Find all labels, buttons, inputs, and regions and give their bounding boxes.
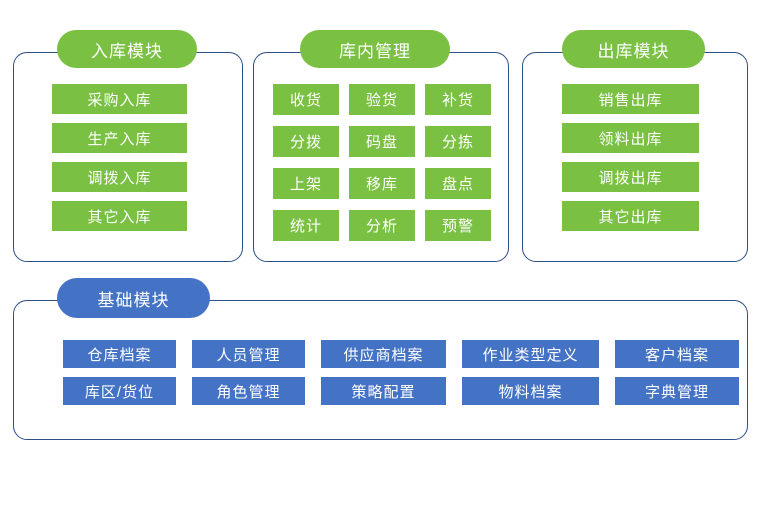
inbound-item-purchase[interactable]: 采购入库 — [52, 84, 187, 114]
inbound-item-list: 采购入库 生产入库 调拨入库 其它入库 — [52, 84, 187, 231]
internal-item-palletizing[interactable]: 码盘 — [349, 126, 415, 157]
panel-internal-title: 库内管理 — [300, 30, 450, 68]
internal-item-replenish[interactable]: 补货 — [425, 84, 491, 115]
internal-item-sorting[interactable]: 分拣 — [425, 126, 491, 157]
basic-item-warehouse-file[interactable]: 仓库档案 — [63, 340, 176, 368]
internal-item-grid: 收货 验货 补货 分拨 码盘 分拣 上架 移库 盘点 统计 分析 预警 — [273, 84, 491, 241]
basic-item-strategy-config[interactable]: 策略配置 — [321, 377, 446, 405]
basic-item-customer-file[interactable]: 客户档案 — [615, 340, 739, 368]
basic-item-zone-location[interactable]: 库区/货位 — [63, 377, 176, 405]
outbound-item-list: 销售出库 领料出库 调拨出库 其它出库 — [562, 84, 699, 231]
basic-item-dictionary[interactable]: 字典管理 — [615, 377, 739, 405]
basic-item-personnel[interactable]: 人员管理 — [192, 340, 305, 368]
outbound-item-sales[interactable]: 销售出库 — [562, 84, 699, 114]
internal-item-putaway[interactable]: 上架 — [273, 168, 339, 199]
inbound-item-transfer[interactable]: 调拨入库 — [52, 162, 187, 192]
basic-item-supplier-file[interactable]: 供应商档案 — [321, 340, 446, 368]
panel-basic — [13, 300, 748, 440]
panel-outbound-title: 出库模块 — [562, 30, 705, 68]
internal-item-receiving[interactable]: 收货 — [273, 84, 339, 115]
outbound-item-picking[interactable]: 领料出库 — [562, 123, 699, 153]
basic-item-material-file[interactable]: 物料档案 — [462, 377, 599, 405]
inbound-item-other[interactable]: 其它入库 — [52, 201, 187, 231]
internal-item-analysis[interactable]: 分析 — [349, 210, 415, 241]
outbound-item-other[interactable]: 其它出库 — [562, 201, 699, 231]
internal-item-move[interactable]: 移库 — [349, 168, 415, 199]
internal-item-allocation[interactable]: 分拨 — [273, 126, 339, 157]
basic-item-role[interactable]: 角色管理 — [192, 377, 305, 405]
internal-item-statistics[interactable]: 统计 — [273, 210, 339, 241]
panel-basic-title: 基础模块 — [57, 278, 210, 318]
internal-item-stocktake[interactable]: 盘点 — [425, 168, 491, 199]
basic-item-grid: 仓库档案 人员管理 供应商档案 作业类型定义 客户档案 库区/货位 角色管理 策… — [63, 340, 739, 405]
outbound-item-transfer[interactable]: 调拨出库 — [562, 162, 699, 192]
inbound-item-production[interactable]: 生产入库 — [52, 123, 187, 153]
basic-item-task-type[interactable]: 作业类型定义 — [462, 340, 599, 368]
internal-item-inspection[interactable]: 验货 — [349, 84, 415, 115]
internal-item-alert[interactable]: 预警 — [425, 210, 491, 241]
panel-inbound-title: 入库模块 — [57, 30, 197, 68]
